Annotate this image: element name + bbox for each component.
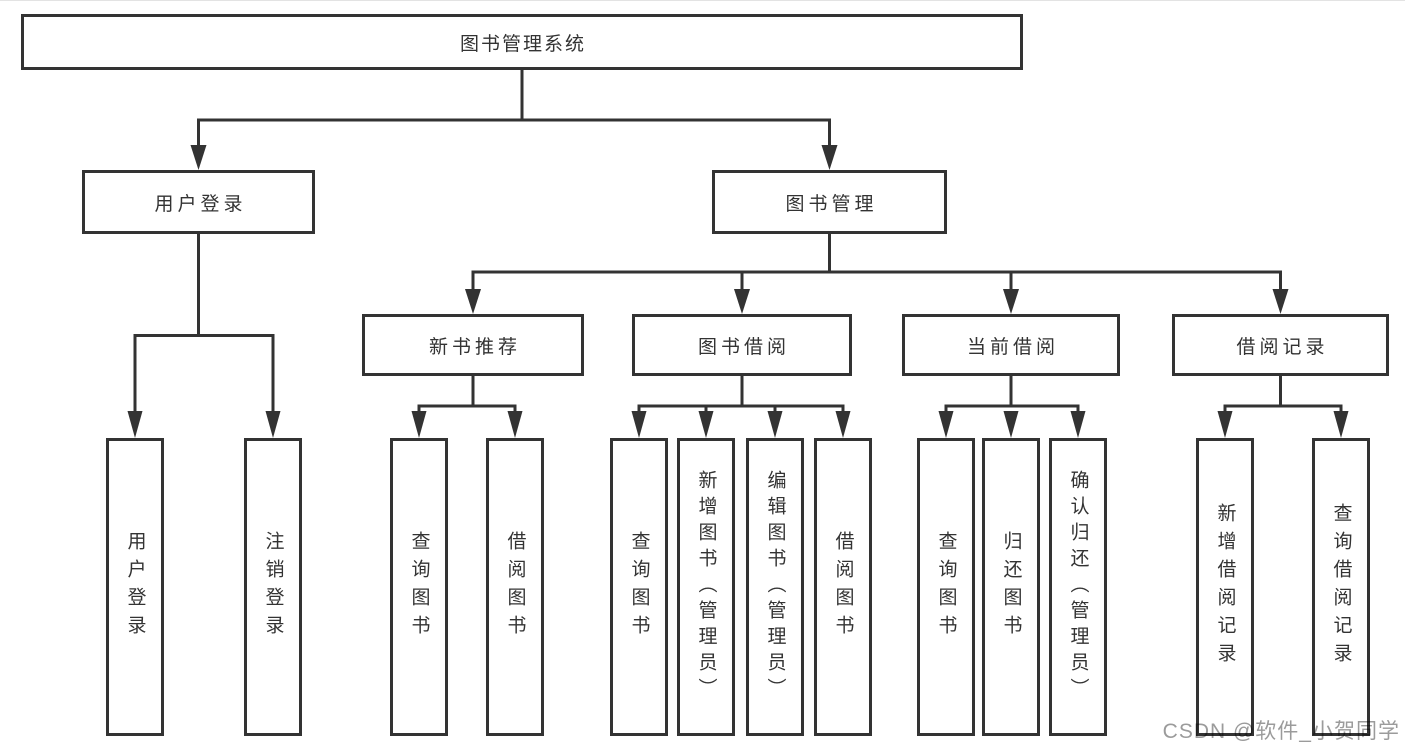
- leaf-borrow-books: 借阅图书: [814, 438, 872, 736]
- leaf-user-login: 用户登录: [106, 438, 164, 736]
- csdn-watermark: CSDN @软件_小贺同学: [1162, 720, 1400, 743]
- leaf-logout: 注销登录: [244, 438, 302, 736]
- node-library-management-system: 图书管理系统: [21, 14, 1023, 70]
- node-current-borrow: 当前借阅: [902, 314, 1120, 376]
- leaf-label: 新增借阅记录: [1214, 503, 1236, 671]
- leaf-query-books-borrow: 查询图书: [610, 438, 668, 736]
- node-label: 用户登录: [154, 193, 247, 215]
- leaf-label: 确认归还（管理员）: [1067, 470, 1089, 704]
- leaf-borrow-books-recommend: 借阅图书: [486, 438, 544, 736]
- node-user-login: 用户登录: [82, 170, 315, 234]
- leaf-label: 查询图书: [628, 531, 650, 643]
- leaf-query-books-current: 查询图书: [917, 438, 975, 736]
- leaf-add-borrow-record: 新增借阅记录: [1196, 438, 1254, 736]
- node-label: 图书管理: [785, 193, 878, 215]
- node-label: 新书推荐: [428, 336, 521, 358]
- leaf-label: 查询图书: [935, 531, 957, 643]
- node-label: 借阅记录: [1236, 336, 1329, 358]
- node-label: 当前借阅: [966, 336, 1059, 358]
- node-label: 图书借阅: [697, 336, 790, 358]
- leaf-label: 用户登录: [124, 531, 146, 643]
- leaf-query-borrow-record: 查询借阅记录: [1312, 438, 1370, 736]
- leaf-label: 注销登录: [262, 531, 284, 643]
- leaf-label: 借阅图书: [504, 531, 526, 643]
- leaf-label: 查询借阅记录: [1330, 503, 1352, 671]
- leaf-return-books: 归还图书: [982, 438, 1040, 736]
- node-borrow-records: 借阅记录: [1172, 314, 1389, 376]
- leaf-confirm-return-admin: 确认归还（管理员）: [1049, 438, 1107, 736]
- node-book-borrow: 图书借阅: [632, 314, 852, 376]
- leaf-label: 查询图书: [408, 531, 430, 643]
- leaf-label: 新增图书（管理员）: [695, 470, 717, 704]
- leaf-edit-books-admin: 编辑图书（管理员）: [746, 438, 804, 736]
- leaf-add-books-admin: 新增图书（管理员）: [677, 438, 735, 736]
- leaf-query-books-recommend: 查询图书: [390, 438, 448, 736]
- leaf-label: 借阅图书: [832, 531, 854, 643]
- node-new-book-recommend: 新书推荐: [362, 314, 584, 376]
- node-label: 图书管理系统: [459, 33, 586, 55]
- leaf-label: 编辑图书（管理员）: [764, 470, 786, 704]
- leaf-label: 归还图书: [1000, 531, 1022, 643]
- node-book-management: 图书管理: [712, 170, 947, 234]
